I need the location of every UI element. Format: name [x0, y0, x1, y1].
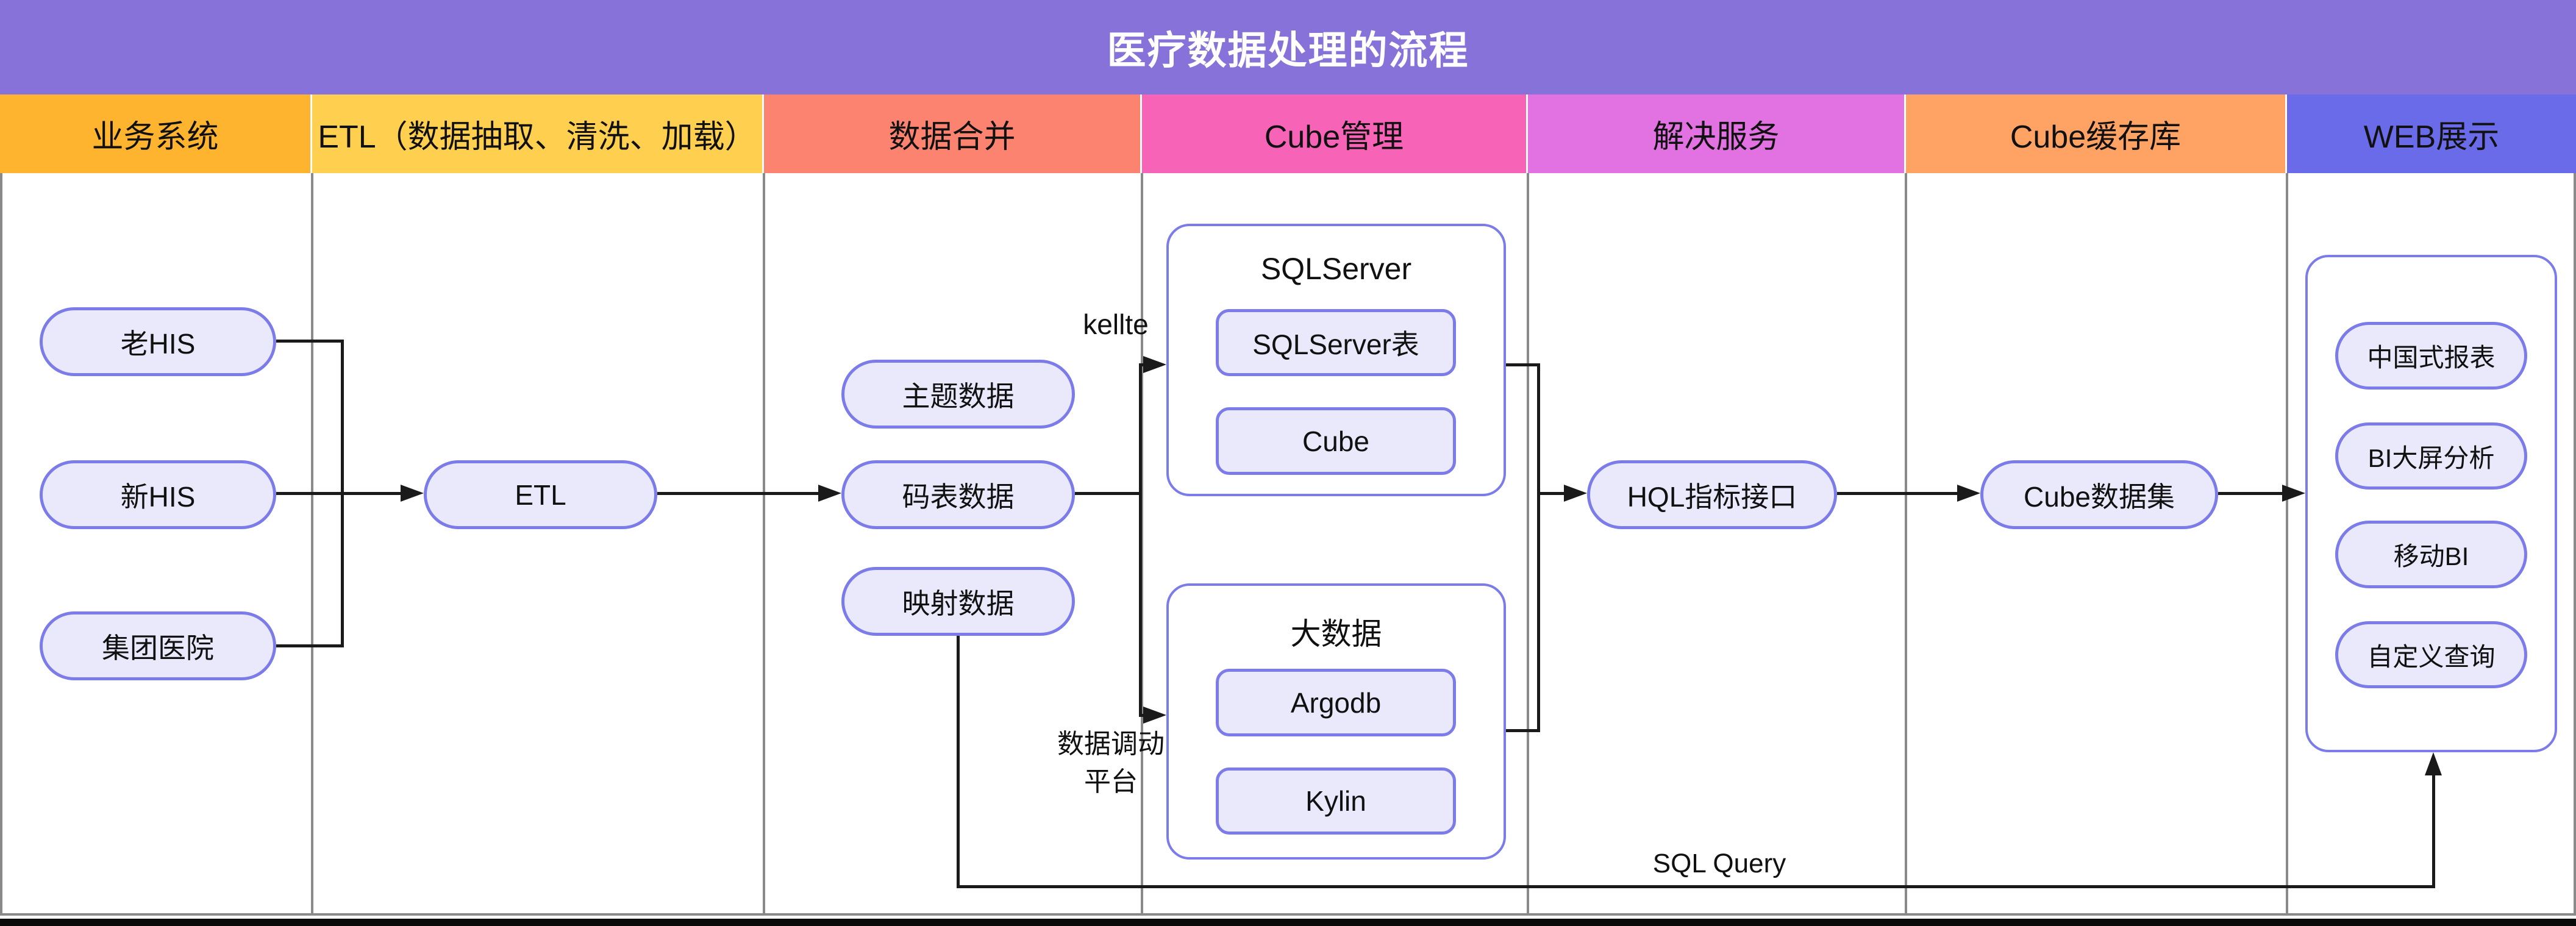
node-bi-screen: BI大屏分析 [2335, 422, 2527, 490]
node-etl: ETL [424, 460, 657, 529]
arrowhead-into-sqlserver-group [1143, 356, 1166, 373]
arrowhead-into-codetable [818, 485, 841, 502]
lane-header-business-system: 业务系统 [0, 94, 312, 173]
edge-sqlserver-group-out [1506, 363, 1540, 366]
canvas-bottom-border [0, 919, 2576, 926]
edge-grouphospital-out [276, 644, 344, 647]
edge-cubedataset-web [2218, 492, 2282, 495]
node-hql-interface: HQL指标接口 [1587, 460, 1837, 529]
edge-to-hql [1537, 492, 1564, 495]
edge-etl-codetable [657, 492, 818, 495]
arrowhead-into-cubedataset [1957, 485, 1980, 502]
node-custom-query: 自定义查询 [2335, 621, 2527, 688]
arrowhead-into-web-group-bottom [2425, 752, 2442, 775]
node-cube-dataset: Cube数据集 [1980, 460, 2218, 529]
lane-bottom-border [0, 913, 2576, 916]
node-mapping-data: 映射数据 [841, 567, 1075, 636]
edge-merge-bus [1537, 363, 1540, 732]
group-bigdata-title: 大数据 [1290, 617, 1382, 651]
diagram-title: 医疗数据处理的流程 [0, 0, 2576, 94]
arrowhead-into-etl [401, 485, 424, 502]
node-subject-data: 主题数据 [841, 360, 1075, 429]
lane-header-data-merge: 数据合并 [764, 94, 1142, 173]
lane-divider [763, 173, 765, 914]
lane-divider [2574, 173, 2576, 914]
edge-newhis-etl [276, 492, 401, 495]
edge-sql-query-up [2432, 773, 2435, 888]
lane-divider [1905, 173, 1907, 914]
node-argodb: Argodb [1216, 669, 1456, 736]
lane-header-cube-cache: Cube缓存库 [1906, 94, 2287, 173]
node-old-his: 老HIS [40, 307, 276, 376]
edge-to-bigdata-group [1139, 714, 1145, 717]
edge-label-sql-query: SQL Query [1652, 849, 1786, 878]
node-kylin: Kylin [1216, 768, 1456, 835]
edge-mapping-down [957, 636, 960, 888]
edge-codetable-out [1075, 492, 1142, 495]
lane-divider [1141, 173, 1143, 914]
node-cube: Cube [1216, 407, 1456, 475]
edge-split-bus [1139, 363, 1142, 717]
edge-sql-query [957, 885, 2435, 888]
edge-label-kettle: kellte [1083, 308, 1149, 340]
node-code-table-data: 码表数据 [841, 460, 1075, 529]
arrowhead-into-hql [1564, 485, 1587, 502]
lane-divider [0, 173, 2, 914]
group-sqlserver-title: SQLServer [1260, 252, 1412, 286]
lane-divider [1527, 173, 1529, 914]
edge-label-data-dispatch: 数据调动平台 [1057, 729, 1165, 797]
arrowhead-into-bigdata-group [1143, 707, 1166, 724]
lane-header-solution-service: 解决服务 [1528, 94, 1906, 173]
edge-oldhis-out [276, 340, 344, 343]
lane-header-web-display: WEB展示 [2287, 94, 2576, 173]
lane-divider [2286, 173, 2288, 914]
node-mobile-bi: 移动BI [2335, 521, 2527, 588]
lane-header-etl: ETL（数据抽取、清洗、加载） [312, 94, 764, 173]
node-sqlserver-table: SQLServer表 [1216, 309, 1456, 376]
arrowhead-into-web-group [2282, 485, 2305, 502]
node-new-his: 新HIS [40, 460, 276, 529]
edge-hql-cubedataset [1837, 492, 1957, 495]
edge-bigdata-group-out [1506, 729, 1540, 732]
node-cn-report: 中国式报表 [2335, 322, 2527, 390]
node-group-hospital: 集团医院 [40, 611, 276, 680]
lane-divider [311, 173, 313, 914]
edge-to-sqlserver-group [1139, 363, 1145, 366]
lane-header-cube-management: Cube管理 [1142, 94, 1528, 173]
